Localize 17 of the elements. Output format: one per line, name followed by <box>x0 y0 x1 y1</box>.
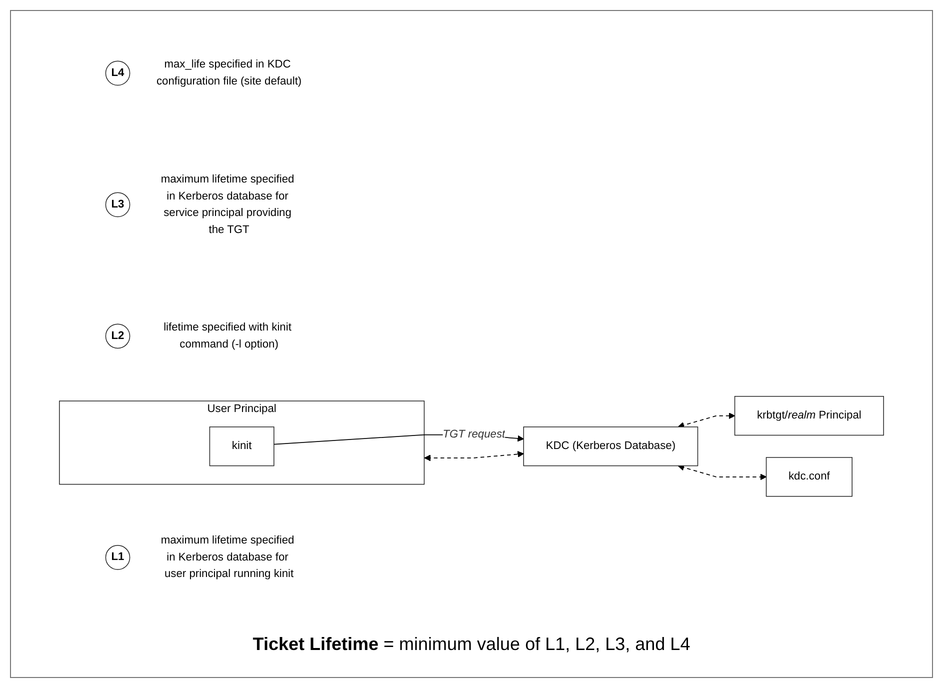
node-label: lifetime specified with kinit command (-l option) <box>164 320 292 350</box>
node-circle: L2 <box>105 324 130 349</box>
node-label: maximum lifetime specified in Kerberos database for user principal running kinit <box>160 534 294 580</box>
node-label: maximum lifetime specified in Kerberos database for service principal providing the TGT <box>160 172 294 236</box>
node-circle: L1 <box>105 545 130 570</box>
node-box: kinit <box>209 426 274 466</box>
formula-note: Ticket Lifetime = minimum value of L1, L2, L3, and L4 <box>252 634 690 655</box>
edge-label: TGT request <box>442 428 506 441</box>
node-box: KDC (Kerberos Database) <box>523 426 698 466</box>
node-box: kdc.conf <box>766 457 852 497</box>
node-circle: L3 <box>105 192 130 218</box>
arrow <box>424 450 524 462</box>
node-circle: L4 <box>105 60 130 86</box>
arrow <box>678 464 767 480</box>
node-box: krbtgt/realm Principal <box>734 396 884 436</box>
node-label: max_life specified in KDC configuration file (site default) <box>156 58 302 88</box>
arrow <box>678 412 736 428</box>
